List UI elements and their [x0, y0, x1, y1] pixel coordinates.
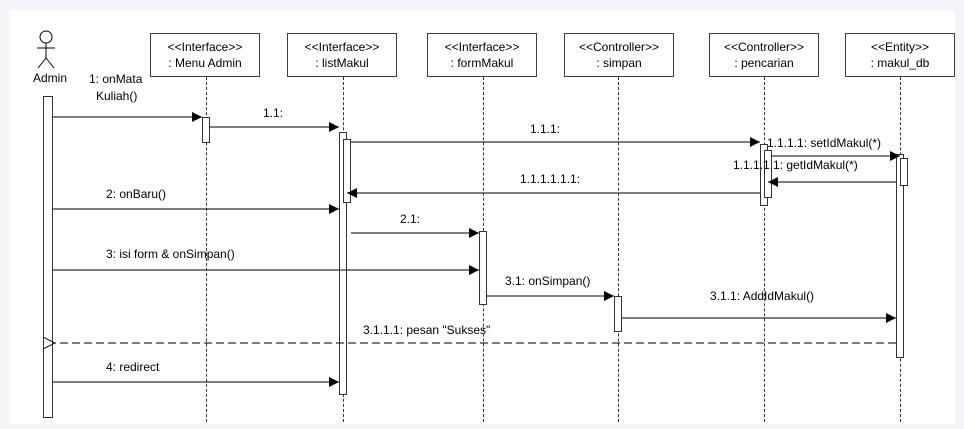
lifeline-box-list-makul: <<Interface>> : listMakul [287, 33, 397, 77]
object-name: : makul_db [870, 56, 930, 70]
message-label-3: 3: isi form & onSimpan() [106, 247, 235, 261]
lifeline-box-pencarian: <<Controller>> : pencarian [709, 33, 819, 77]
object-name: : simpan [596, 56, 642, 70]
lifeline-pencarian [764, 77, 765, 422]
activation-form-makul [479, 231, 487, 305]
activation-list-makul [339, 132, 347, 395]
activation-admin [43, 96, 53, 418]
message-label-1-1-1: 1.1.1: [530, 122, 561, 136]
stereotype-label: <<Interface>> [444, 40, 520, 54]
object-name: : Menu Admin [168, 56, 242, 70]
activation-menu-admin [202, 117, 210, 143]
object-name: : listMakul [315, 56, 369, 70]
message-label-1-1-1-1: 1.1.1.1: setIdMakul(*) [767, 136, 882, 150]
message-label-1-cont: Kuliah() [96, 89, 138, 103]
lifeline-simpan [618, 77, 619, 422]
stereotype-label: <<Interface>> [304, 40, 380, 54]
stereotype-label: <<Controller>> [578, 40, 660, 54]
lifeline-menu-admin [206, 77, 207, 422]
message-label-3-1: 3.1: onSimpan() [505, 274, 591, 288]
lifeline-box-form-makul: <<Interface>> : formMakul [427, 33, 537, 77]
message-arrows [37, 30, 900, 387]
message-label-3-1-1: 3.1.1: AddIdMakul() [710, 289, 815, 303]
message-label-1-1-1-1-1-1: 1.1.1.1.1.1: [520, 172, 581, 186]
lifeline-box-makul-db: <<Entity>> : makul_db [845, 33, 955, 77]
sequence-diagram: <<Interface>> : Menu Admin <<Interface>>… [10, 10, 955, 424]
admin-actor-icon [37, 30, 55, 69]
message-label-2-1: 2.1: [400, 212, 421, 226]
message-label-1-1: 1.1: [263, 106, 284, 120]
activation-list-makul-nested [343, 139, 351, 203]
actor-label-admin: Admin [33, 71, 68, 85]
stereotype-label: <<Controller>> [723, 40, 805, 54]
message-label-3-1-1-1: 3.1.1.1: pesan "Sukses" [363, 323, 491, 337]
activation-makul-db [896, 154, 904, 358]
stereotype-label: <<Interface>> [167, 40, 243, 54]
stereotype-label: <<Entity>> [870, 40, 930, 54]
object-name: : pencarian [734, 56, 794, 70]
activation-pencarian-nested [764, 150, 772, 198]
message-label-1: 1: onMata [89, 72, 143, 86]
message-label-2: 2: onBaru() [106, 187, 167, 201]
message-label-4: 4: redirect [106, 360, 160, 374]
lifeline-box-menu-admin: <<Interface>> : Menu Admin [150, 33, 260, 77]
lifeline-box-simpan: <<Controller>> : simpan [564, 33, 674, 77]
activation-makul-db-nested [900, 158, 908, 186]
message-label-1-1-1-1-1: 1.1.1.1.1: getIdMakul(*) [733, 158, 858, 172]
object-name: : formMakul [450, 56, 514, 70]
activation-simpan [614, 296, 622, 332]
